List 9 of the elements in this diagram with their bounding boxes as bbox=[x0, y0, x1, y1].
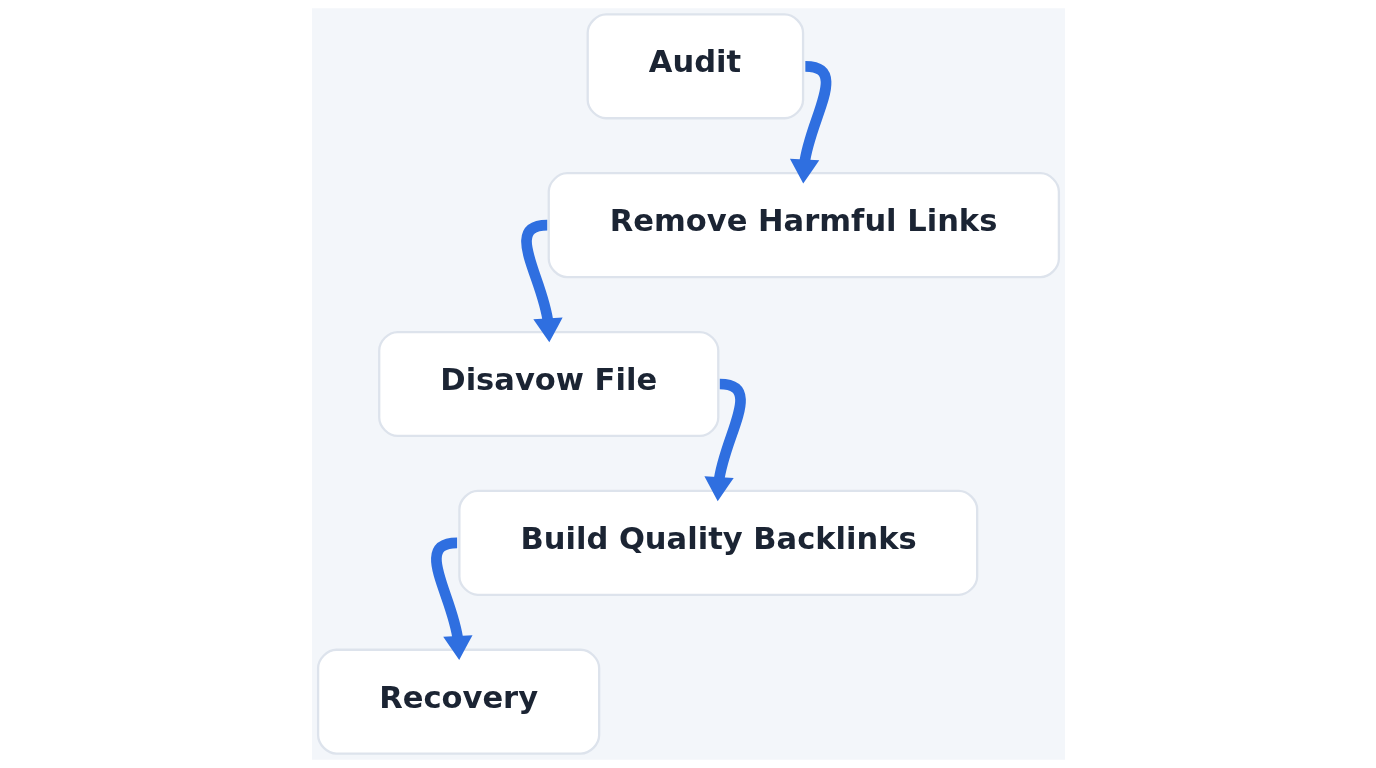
node-box: Disavow File bbox=[377, 330, 719, 438]
node-box: Recovery bbox=[316, 648, 600, 755]
arrow bbox=[789, 61, 831, 184]
arrow bbox=[703, 378, 746, 502]
node-box: Build Quality Backlinks bbox=[457, 489, 978, 596]
node-box: Audit bbox=[586, 13, 804, 120]
arrow bbox=[520, 219, 563, 343]
arrow bbox=[430, 537, 472, 660]
node-box: Remove Harmful Links bbox=[547, 172, 1060, 279]
